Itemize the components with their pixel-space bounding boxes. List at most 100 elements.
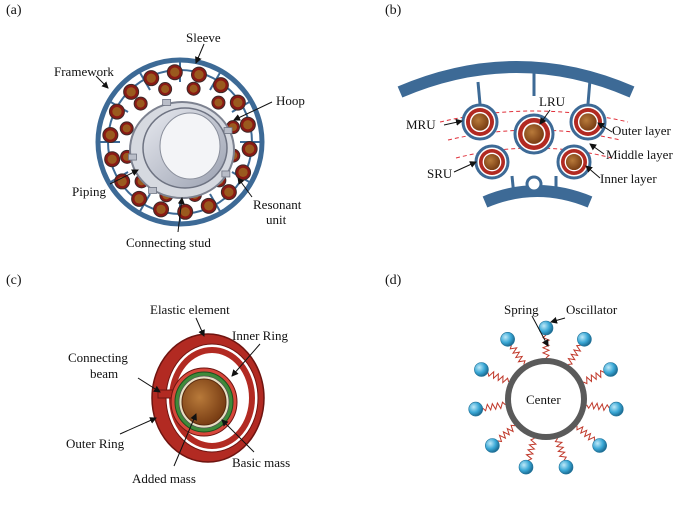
- unit-mass: [565, 153, 583, 171]
- mru-arrow: [443, 118, 463, 126]
- spring-arrow: [531, 315, 549, 347]
- label-connecting-stud: Connecting stud: [126, 235, 211, 250]
- unit-mass: [524, 124, 544, 144]
- label-mru: MRU: [406, 117, 436, 132]
- added-mass-arrow: [173, 413, 197, 467]
- spring: [586, 401, 610, 412]
- label-sleeve: Sleeve: [186, 30, 221, 45]
- label-lru: LRU: [539, 94, 566, 109]
- spring: [525, 437, 538, 461]
- resonant-unit: [114, 173, 131, 190]
- section-rib-right: [586, 79, 592, 105]
- label-sru: SRU: [427, 166, 453, 181]
- connecting-stud: [223, 127, 233, 134]
- unit-mass: [126, 87, 136, 97]
- section-inner-arc: [482, 185, 593, 208]
- oscillators: [468, 320, 624, 475]
- unit-mass: [161, 85, 170, 94]
- label-center: Center: [526, 392, 561, 407]
- panel-b-section: [397, 61, 635, 208]
- label-elastic-element: Elastic element: [150, 302, 230, 317]
- oscillator-ball: [603, 362, 618, 377]
- resonant-unit-arrow: [237, 177, 253, 198]
- resonant-units-b: [461, 103, 607, 180]
- panel-label-b: (b): [385, 3, 402, 18]
- unit-mass: [156, 204, 166, 215]
- connecting-studs: [128, 99, 233, 194]
- panel-label-c: (c): [6, 273, 22, 288]
- resonant-unit: [474, 144, 510, 180]
- sru-arrow: [453, 161, 477, 173]
- label-oscillator: Oscillator: [566, 302, 618, 317]
- unit-mass: [112, 106, 122, 117]
- middle-layer-arrow: [589, 143, 605, 155]
- connecting-stud: [128, 153, 137, 161]
- section-hole: [525, 175, 543, 193]
- label-outer-layer: Outer layer: [612, 123, 672, 138]
- unit-mass: [216, 80, 226, 90]
- resonant-units: [102, 64, 258, 220]
- label-spring: Spring: [504, 302, 539, 317]
- unit-mass: [471, 113, 489, 131]
- oscillator-ball: [474, 362, 489, 377]
- unit-mass: [238, 167, 248, 178]
- resonant-unit: [123, 83, 140, 100]
- spring: [509, 345, 526, 365]
- connecting-stud-arrow: [177, 197, 185, 233]
- label-connecting-beam-line2: beam: [90, 366, 118, 381]
- unit-mass: [194, 69, 204, 80]
- panel-c-unit: [151, 333, 265, 463]
- added-mass: [181, 378, 227, 426]
- oscillator-ball: [485, 438, 500, 453]
- oscillator-ball: [577, 331, 592, 347]
- label-piping: Piping: [72, 184, 106, 199]
- resonant-unit: [158, 82, 173, 97]
- oscillator-ball: [558, 459, 574, 475]
- resonant-unit: [235, 164, 252, 181]
- unit-mass: [243, 120, 253, 130]
- unit-mass: [224, 187, 234, 197]
- unit-mass: [245, 144, 255, 154]
- resonant-unit: [190, 66, 207, 83]
- hoop-arrow: [233, 101, 273, 121]
- resonant-unit: [569, 103, 607, 141]
- resonant-unit: [186, 81, 201, 96]
- label-inner-layer: Inner layer: [600, 171, 657, 186]
- connecting-beam-arrow: [137, 377, 161, 393]
- inner-layer-arrow: [585, 165, 601, 179]
- label-basic-mass: Basic mass: [232, 455, 290, 470]
- unit-mass: [204, 201, 214, 211]
- center-ring: [505, 358, 587, 440]
- piping-arrow: [109, 169, 139, 185]
- basic-mass-arrow: [221, 419, 255, 453]
- oscillator-ball: [538, 320, 554, 336]
- resonant-unit: [200, 197, 217, 214]
- resonant-unit: [556, 144, 592, 180]
- oscillator-ball: [592, 438, 607, 453]
- spring: [567, 344, 582, 365]
- label-added-mass: Added mass: [132, 471, 196, 486]
- unit-mass: [136, 99, 145, 108]
- resonant-unit: [229, 94, 246, 111]
- unit-mass: [233, 97, 243, 108]
- spring: [482, 401, 506, 412]
- section-outer-arc: [397, 61, 635, 98]
- resonant-unit: [108, 103, 125, 120]
- resonant-unit: [513, 113, 555, 155]
- outer-ring-arrow: [119, 417, 157, 435]
- resonant-unit: [211, 95, 226, 110]
- spring: [583, 369, 605, 385]
- oscillator-ball: [518, 459, 534, 475]
- springs: [482, 334, 610, 461]
- resonant-unit: [104, 151, 121, 168]
- unit-mass: [214, 98, 223, 107]
- unit-mass: [170, 67, 180, 77]
- outer-layer-arrow: [597, 122, 613, 133]
- spring: [497, 424, 516, 443]
- unit-mass: [483, 153, 501, 171]
- sleeve-arrow: [195, 43, 205, 64]
- resonant-unit: [241, 140, 258, 157]
- label-framework: Framework: [54, 64, 114, 79]
- unit-mass: [146, 73, 156, 83]
- resonant-unit: [461, 103, 499, 141]
